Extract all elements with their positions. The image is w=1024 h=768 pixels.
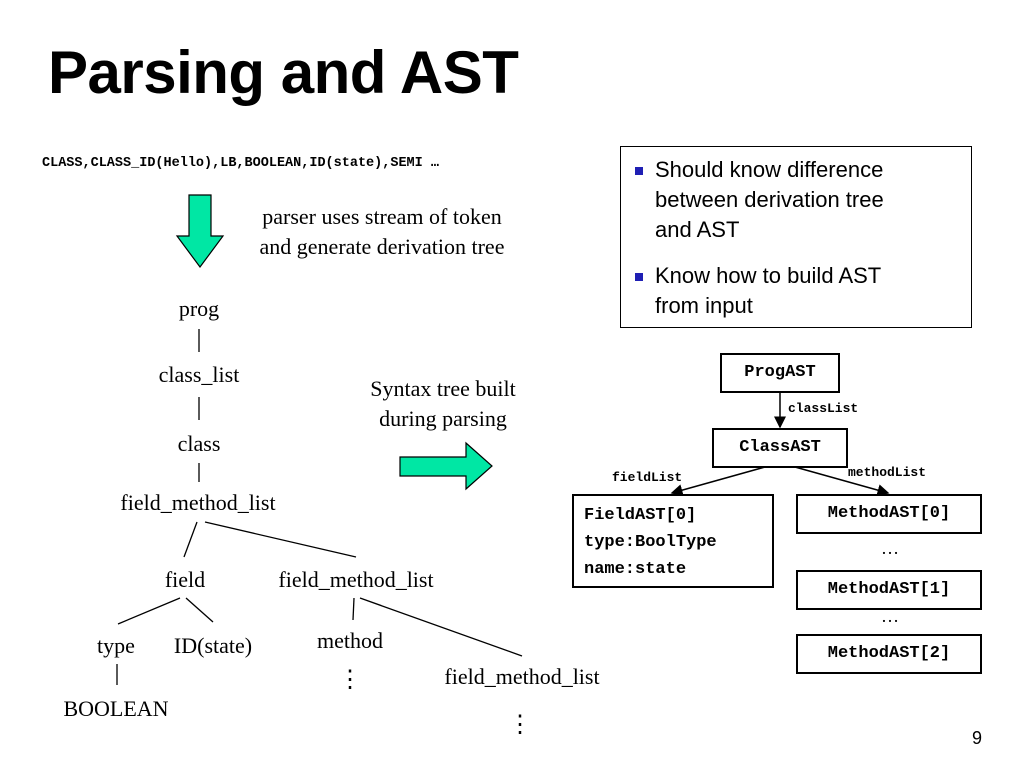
parser-caption-line: parser uses stream of token bbox=[262, 204, 502, 229]
ast-node-field: FieldAST[0] type:BoolType name:state bbox=[572, 494, 774, 588]
ast-node-method-0: MethodAST[0] bbox=[796, 494, 982, 534]
square-bullet-icon bbox=[635, 273, 643, 281]
note-line: Know how to build AST bbox=[655, 263, 882, 288]
edge-fml2-fml3 bbox=[359, 597, 523, 657]
tree-ellipsis-fml: ⋮ bbox=[508, 712, 532, 738]
ast-edge-class-method bbox=[794, 466, 890, 496]
ast-edge-label-classlist: classList bbox=[788, 401, 859, 416]
tree-node-prog: prog bbox=[178, 296, 220, 321]
ast-edge-label-methodlist: methodList bbox=[848, 465, 927, 480]
down-arrow-icon bbox=[175, 194, 225, 269]
ast-field-line: type:BoolType bbox=[584, 533, 717, 552]
right-arrow-icon bbox=[399, 441, 493, 491]
note-line: from input bbox=[655, 293, 753, 318]
syntax-caption-line: during parsing bbox=[379, 406, 507, 431]
note-item: Know how to build AST from input bbox=[633, 261, 961, 321]
tree-node-class-list: class_list bbox=[158, 362, 240, 387]
edge-fml2-method bbox=[352, 597, 355, 621]
notes-box: Should know difference between derivatio… bbox=[620, 146, 972, 328]
ast-field-line: name:state bbox=[584, 560, 687, 579]
edge-fml-fml2 bbox=[204, 521, 357, 558]
ast-node-method-1: MethodAST[1] bbox=[796, 570, 982, 610]
page-title: Parsing and AST bbox=[48, 39, 519, 106]
ast-ellipsis: … bbox=[881, 606, 899, 626]
tree-node-id-state: ID(state) bbox=[173, 633, 253, 658]
syntax-caption-line: Syntax tree built bbox=[370, 376, 516, 401]
tree-node-class: class bbox=[177, 431, 221, 456]
edge-fml-field bbox=[183, 521, 198, 558]
syntax-caption: Syntax tree built during parsing bbox=[340, 374, 546, 434]
token-stream: CLASS,CLASS_ID(Hello),LB,BOOLEAN,ID(stat… bbox=[42, 156, 439, 171]
ast-node-method-2: MethodAST[2] bbox=[796, 634, 982, 674]
edge-field-id bbox=[185, 597, 214, 623]
note-line: Should know difference bbox=[655, 157, 884, 182]
edge-field-type bbox=[117, 597, 181, 625]
note-line: between derivation tree bbox=[655, 187, 884, 212]
tree-node-boolean: BOOLEAN bbox=[63, 696, 169, 721]
square-bullet-icon bbox=[635, 167, 643, 175]
tree-node-type: type bbox=[97, 633, 135, 658]
note-line: and AST bbox=[655, 217, 740, 242]
tree-node-field: field bbox=[164, 567, 206, 592]
ast-node-prog: ProgAST bbox=[720, 353, 840, 393]
ast-ellipsis: … bbox=[881, 538, 899, 558]
tree-node-field-method-list-2: field_method_list bbox=[278, 567, 434, 592]
parser-caption: parser uses stream of token and generate… bbox=[232, 202, 532, 262]
note-item: Should know difference between derivatio… bbox=[633, 155, 961, 245]
ast-edge-class-field bbox=[670, 466, 766, 496]
tree-node-method: method bbox=[317, 628, 383, 653]
tree-node-field-method-list-3: field_method_list bbox=[444, 664, 600, 689]
ast-field-line: FieldAST[0] bbox=[584, 506, 697, 525]
ast-edge-label-fieldlist: fieldList bbox=[612, 470, 683, 485]
ast-node-class: ClassAST bbox=[712, 428, 848, 468]
page-number: 9 bbox=[972, 728, 983, 748]
tree-node-field-method-list: field_method_list bbox=[120, 490, 276, 515]
tree-ellipsis-method: ⋮ bbox=[338, 667, 362, 693]
parser-caption-line: and generate derivation tree bbox=[259, 234, 505, 259]
